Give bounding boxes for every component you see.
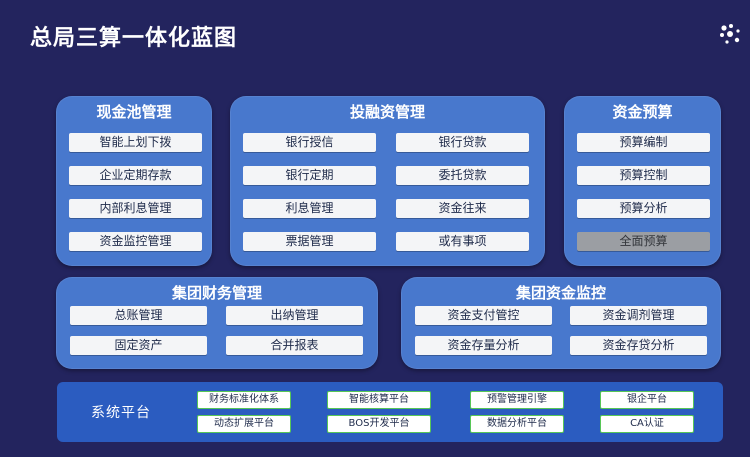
cash-pool-item[interactable]: 企业定期存款 bbox=[69, 166, 202, 185]
budget-item[interactable]: 预算控制 bbox=[577, 166, 710, 185]
investment-item[interactable]: 银行贷款 bbox=[396, 133, 529, 152]
investment-item[interactable]: 票据管理 bbox=[243, 232, 376, 251]
group-finance-item[interactable]: 出纳管理 bbox=[226, 306, 363, 325]
platform-item[interactable]: 数据分析平台 bbox=[470, 415, 564, 433]
page-title: 总局三算一体化蓝图 bbox=[30, 26, 238, 51]
cash-pool-panel: 现金池管理 智能上划下拨 企业定期存款 内部利息管理 资金监控管理 bbox=[56, 96, 212, 266]
logo-icon bbox=[720, 24, 740, 44]
group-finance-item[interactable]: 总账管理 bbox=[70, 306, 207, 325]
group-finance-title: 集团财务管理 bbox=[171, 284, 262, 302]
cash-pool-item[interactable]: 资金监控管理 bbox=[69, 232, 202, 251]
budget-item[interactable]: 预算编制 bbox=[577, 133, 710, 152]
investment-item[interactable]: 资金往来 bbox=[396, 199, 529, 218]
budget-panel: 资金预算 预算编制 预算控制 预算分析 全面预算 bbox=[564, 96, 721, 266]
platform-panel: 系统平台 财务标准化体系 智能核算平台 预警管理引擎 银企平台 动态扩展平台 B… bbox=[57, 382, 723, 442]
investment-item[interactable]: 或有事项 bbox=[396, 232, 529, 251]
platform-label: 系统平台 bbox=[91, 405, 151, 421]
investment-title: 投融资管理 bbox=[349, 103, 425, 121]
cash-pool-item[interactable]: 智能上划下拨 bbox=[69, 133, 202, 152]
group-monitor-item[interactable]: 资金调剂管理 bbox=[570, 306, 707, 325]
investment-item[interactable]: 银行定期 bbox=[243, 166, 376, 185]
group-monitor-item[interactable]: 资金存量分析 bbox=[415, 336, 552, 355]
group-monitor-item[interactable]: 资金存贷分析 bbox=[570, 336, 707, 355]
investment-item[interactable]: 银行授信 bbox=[243, 133, 376, 152]
platform-item[interactable]: BOS开发平台 bbox=[327, 415, 431, 433]
investment-item[interactable]: 委托贷款 bbox=[396, 166, 529, 185]
budget-title: 资金预算 bbox=[612, 103, 673, 121]
cash-pool-title: 现金池管理 bbox=[96, 103, 172, 121]
budget-item-disabled: 全面预算 bbox=[577, 232, 710, 251]
investment-panel: 投融资管理 银行授信 银行贷款 银行定期 委托贷款 利息管理 资金往来 票据管理… bbox=[230, 96, 545, 266]
group-finance-item[interactable]: 合并报表 bbox=[226, 336, 363, 355]
group-monitor-title: 集团资金监控 bbox=[515, 284, 606, 302]
group-finance-item[interactable]: 固定资产 bbox=[70, 336, 207, 355]
group-monitor-panel: 集团资金监控 资金支付管控 资金调剂管理 资金存量分析 资金存贷分析 bbox=[401, 277, 721, 369]
cash-pool-item[interactable]: 内部利息管理 bbox=[69, 199, 202, 218]
group-finance-panel: 集团财务管理 总账管理 出纳管理 固定资产 合并报表 bbox=[56, 277, 378, 369]
platform-item[interactable]: CA认证 bbox=[600, 415, 694, 433]
platform-item[interactable]: 预警管理引擎 bbox=[470, 391, 564, 409]
investment-item[interactable]: 利息管理 bbox=[243, 199, 376, 218]
platform-item[interactable]: 银企平台 bbox=[600, 391, 694, 409]
group-monitor-item[interactable]: 资金支付管控 bbox=[415, 306, 552, 325]
platform-item[interactable]: 财务标准化体系 bbox=[197, 391, 291, 409]
platform-item[interactable]: 智能核算平台 bbox=[327, 391, 431, 409]
budget-item[interactable]: 预算分析 bbox=[577, 199, 710, 218]
platform-item[interactable]: 动态扩展平台 bbox=[197, 415, 291, 433]
